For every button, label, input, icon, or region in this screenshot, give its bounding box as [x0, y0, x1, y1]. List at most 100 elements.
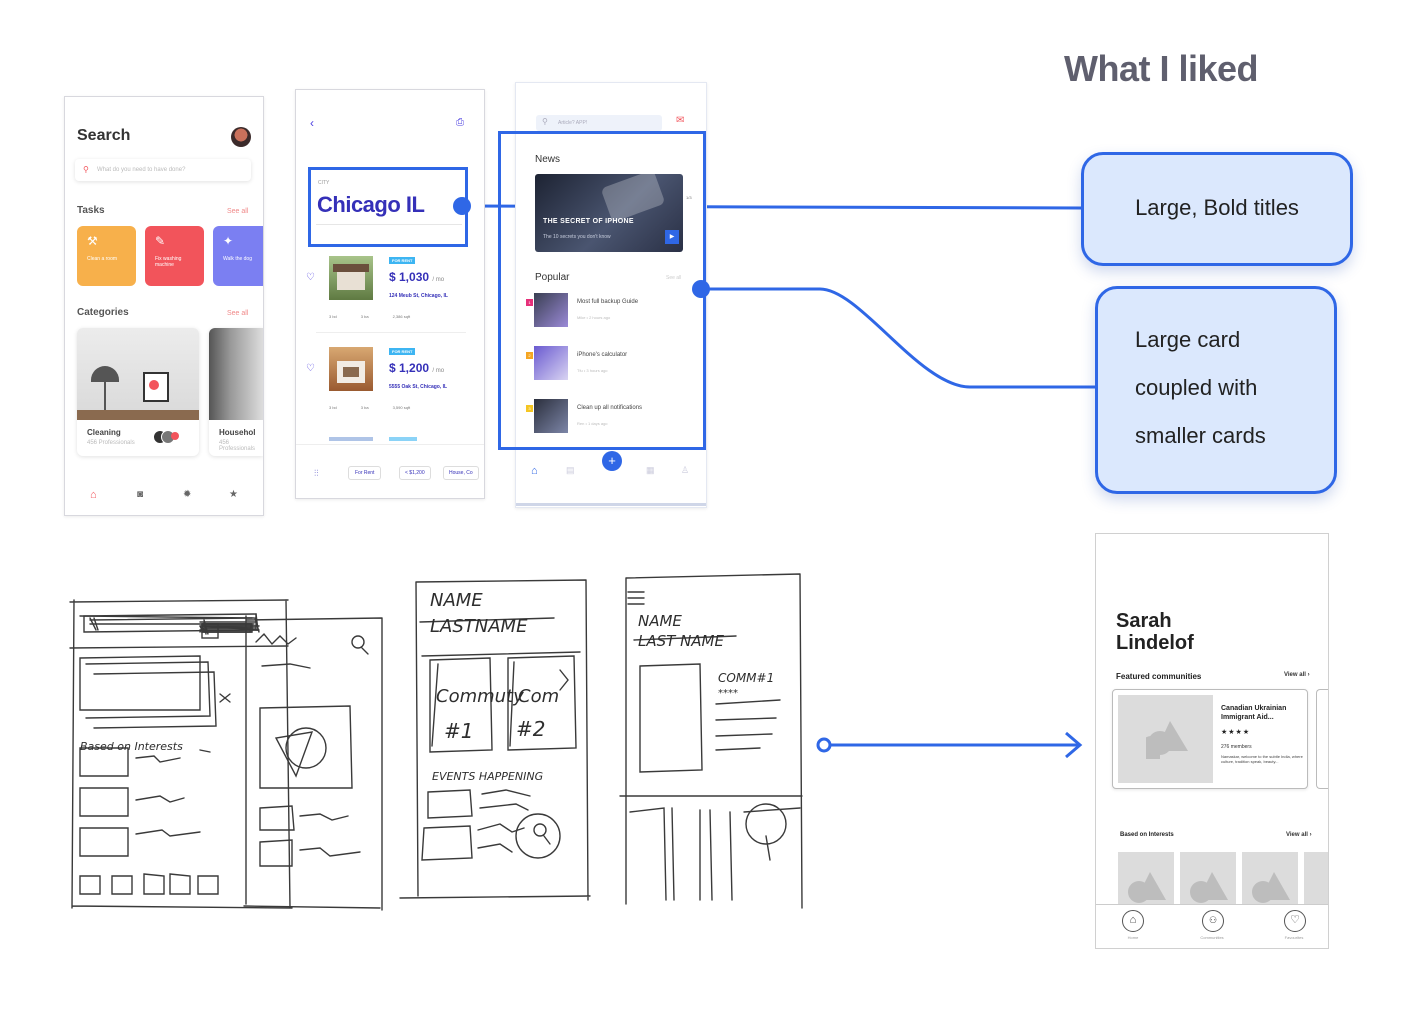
news-pager: 1/3	[686, 195, 692, 200]
community-title: Canadian Ukrainian Immigrant Aid...	[1221, 705, 1287, 721]
lofi-wireframe: Sarah Lindelof Featured communities View…	[1095, 533, 1329, 949]
interest-card[interactable]	[1242, 852, 1298, 904]
filter-sliders-icon[interactable]: ⫶⫶	[314, 468, 319, 478]
filter-chip[interactable]: < $1,200	[399, 466, 431, 480]
heart-icon[interactable]: ♡	[306, 272, 315, 283]
back-chevron-icon[interactable]: ‹	[310, 116, 314, 130]
city-label: CITY	[318, 180, 330, 186]
reference-phone-search: Search ⚲ What do you need to have done? …	[64, 96, 264, 516]
community-members: 276 members	[1221, 744, 1252, 750]
news-subtitle: The 10 secrets you don't know	[543, 234, 611, 240]
callout-text: Large, Bold titles	[1135, 195, 1299, 220]
popular-item[interactable]: 3 Clean up all notifications Ren • 1 day…	[526, 399, 696, 433]
nav-label: Favourites	[1284, 935, 1304, 940]
tasks-label: Tasks	[77, 205, 105, 216]
sketch-text: Com	[518, 686, 559, 707]
callout-text: smaller cards	[1135, 423, 1266, 448]
bottom-bar	[516, 503, 706, 506]
avatar[interactable]	[231, 127, 251, 147]
search-placeholder: What do you need to have done?	[97, 167, 186, 173]
category-card-cleaning[interactable]: Cleaning 456 Professionals	[77, 328, 199, 456]
popular-see-all-link[interactable]: See all	[666, 275, 682, 281]
interests-view-all-link[interactable]: View all ›	[1286, 832, 1312, 838]
divider	[296, 444, 484, 445]
badge	[171, 432, 179, 440]
connector-dot	[453, 197, 471, 215]
add-fab-button[interactable]: +	[602, 451, 622, 471]
home-icon[interactable]: ⌂	[90, 489, 97, 501]
library-icon[interactable]: ▤	[566, 465, 575, 475]
popular-title: Clean up all notifications	[577, 405, 643, 411]
category-title: Househol	[219, 428, 256, 437]
grid-icon[interactable]: ▦	[646, 465, 655, 475]
page-title: What I liked	[1064, 48, 1259, 89]
sketch-text: NAME	[430, 590, 483, 611]
search-screen-title: Search	[77, 127, 131, 144]
featured-community-card[interactable]: Canadian Ukrainian Immigrant Aid... ★★★★…	[1112, 689, 1308, 789]
basket-icon[interactable]: ◙	[137, 489, 144, 500]
search-icon: ⚲	[83, 165, 89, 174]
callout-text: coupled with	[1135, 375, 1258, 400]
search-icon: ⚲	[542, 117, 548, 126]
price-period: / mo	[432, 368, 445, 374]
listing-photo[interactable]	[329, 256, 373, 300]
categories-see-all-link[interactable]: See all	[227, 310, 249, 317]
popular-item[interactable]: 2 iPhone's calculator Tfu • 3 hours ago	[526, 346, 696, 380]
star-icon[interactable]: ★	[229, 489, 238, 500]
filter-chip[interactable]: House, Co	[443, 466, 479, 480]
popular-meta: Ren • 1 days ago	[577, 421, 608, 426]
task-label: Walk the dog	[223, 256, 252, 262]
divider	[316, 224, 462, 225]
news-feature-card[interactable]: THE SECRET OF IPHONE The 10 secrets you …	[535, 174, 683, 252]
home-icon[interactable]: ⌂	[531, 465, 538, 477]
divider	[316, 332, 466, 333]
search-input[interactable]: ⚲ What do you need to have done?	[75, 159, 251, 181]
arrowhead	[1065, 731, 1083, 759]
popular-thumb	[534, 399, 568, 433]
mail-icon[interactable]: ✉	[676, 115, 685, 126]
popular-meta: Tfu • 3 hours ago	[577, 368, 608, 373]
category-card-household[interactable]: Househol 456 Professionals	[209, 328, 263, 456]
next-community-card[interactable]	[1316, 689, 1328, 789]
listing-price: $ 1,200 / mo	[389, 361, 444, 375]
communities-icon[interactable]: ⚇	[1202, 910, 1224, 932]
play-icon[interactable]: ▶	[665, 230, 679, 244]
search-placeholder: Article? APP!	[558, 120, 588, 126]
task-card-fix[interactable]: ✎ Fix washing machine	[145, 226, 204, 286]
rank-badge: 2	[526, 352, 533, 359]
popular-item[interactable]: 1 Most full backup Guide Mike • 2 hours …	[526, 293, 696, 327]
home-icon[interactable]: ⌂	[1122, 910, 1144, 932]
price-value: $ 1,200	[389, 361, 430, 375]
category-image	[209, 328, 263, 420]
community-description: Namaskar, welcome to the subtle India, w…	[1221, 754, 1303, 764]
sketch-text: EVENTS HAPPENING	[432, 770, 543, 783]
task-card-clean[interactable]: ⚒ Clean a room	[77, 226, 136, 286]
heart-icon[interactable]: ♡	[306, 363, 315, 374]
connector-dot	[692, 280, 710, 298]
sketch-text: NAME	[638, 612, 682, 630]
dog-icon: ✦	[223, 234, 234, 248]
interest-card[interactable]	[1180, 852, 1236, 904]
reference-phone-rentals: ‹ ⎙ CITY Chicago IL ♡ FOR RENT $ 1,030 /…	[295, 89, 485, 499]
heart-icon[interactable]: ♡	[1284, 910, 1306, 932]
gear-icon[interactable]: ✹	[183, 489, 192, 500]
interest-card[interactable]	[1304, 852, 1328, 904]
featured-view-all-link[interactable]: View all ›	[1284, 672, 1310, 678]
bookmark-icon[interactable]: ⎙	[456, 117, 464, 128]
sketch-text: LAST NAME	[638, 632, 724, 650]
article-search-input[interactable]: ⚲ Article? APP!	[536, 115, 662, 131]
listing-photo[interactable]	[329, 347, 373, 391]
reference-phone-news: ⚲ Article? APP! ✉ News THE SECRET OF IPH…	[515, 82, 707, 508]
sketch-label: Based on Interests	[80, 740, 183, 753]
tasks-see-all-link[interactable]: See all	[227, 208, 249, 215]
task-card-walk[interactable]: ✦ Walk the dog	[213, 226, 263, 286]
listing-address: 5555 Oak St, Chicago, IL	[389, 384, 448, 390]
filter-chip[interactable]: For Rent	[348, 466, 382, 480]
popular-meta: Mike • 2 hours ago	[577, 315, 611, 320]
wrench-icon: ✎	[155, 234, 166, 248]
image-placeholder-icon	[1146, 721, 1188, 759]
profile-icon[interactable]: ♙	[681, 465, 690, 475]
interest-card[interactable]	[1118, 852, 1174, 904]
sketch-text: #2	[516, 717, 545, 741]
category-subtitle: 456 Professionals	[87, 440, 135, 446]
